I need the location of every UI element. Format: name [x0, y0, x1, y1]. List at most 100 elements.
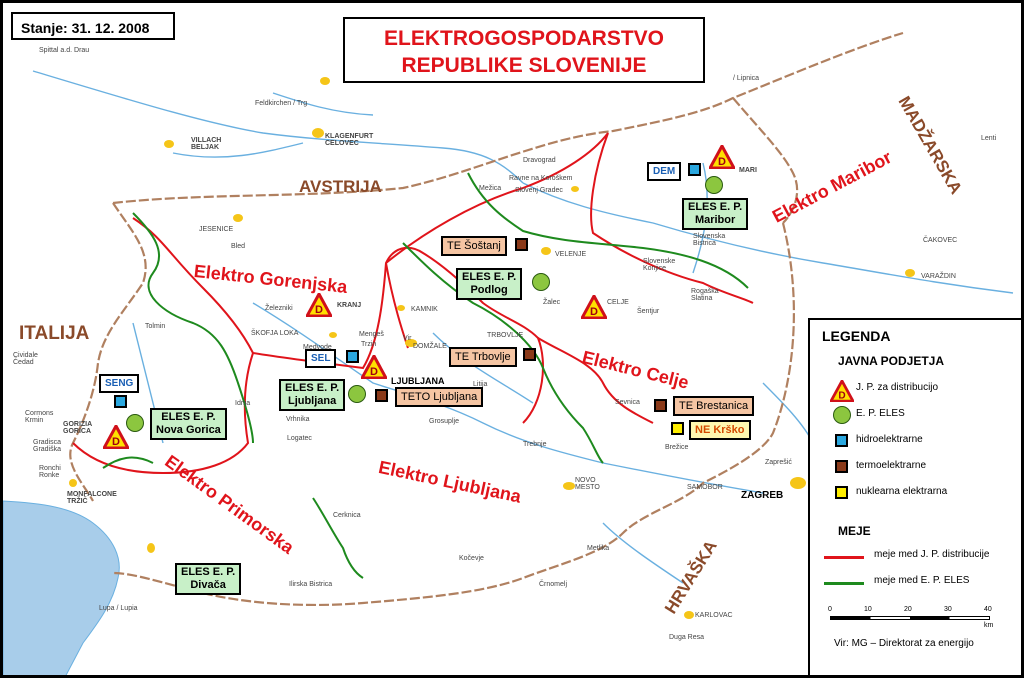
eles-unit-marker [705, 176, 723, 194]
city-label: Železniki [265, 305, 293, 312]
legend-border-label: meje med J. P. distribucije [874, 549, 990, 560]
thermal-plant-marker [515, 238, 528, 251]
city-label: Mengeš [359, 331, 384, 338]
town-blobs [69, 77, 915, 619]
legend-item-label: hidroelektrarne [856, 434, 923, 445]
distribution-company-marker: D [581, 295, 607, 319]
eles-unit-marker [348, 385, 366, 403]
city-label: KLAGENFURT CELOVEC [325, 133, 374, 147]
city-label-ljubljana: LJUBLJANA [391, 376, 445, 386]
city-label: Ronchi Ronke [39, 465, 61, 479]
city-label: Ilirska Bistrica [289, 581, 333, 588]
legend-border-eles: meje med E. P. ELES [810, 572, 1010, 594]
legend-item-label: E. P. ELES [856, 408, 905, 419]
scale-unit: km [984, 622, 994, 629]
legend-item-label: nuklearna elektrarna [856, 486, 948, 497]
source-note: Vir: MG – Direktorat za energijo [834, 638, 974, 649]
city-label: Feldkirchen / Trg [255, 100, 308, 107]
eles-unit-line: ELES E. P. [181, 566, 236, 578]
city-label: Trzin [361, 341, 377, 348]
nuclear-plant-label: NE Krško [689, 420, 751, 440]
scale-tick: 10 [864, 606, 872, 613]
legend-item-thermal: termoelektrarne [822, 456, 1021, 478]
eles-unit-line: ELES E. P. [462, 271, 517, 283]
city-label: Lenti [981, 135, 997, 142]
legend-item-label: J. P. za distribucijo [856, 382, 939, 393]
scale-tick: 30 [944, 606, 952, 613]
thermal-plant-marker [654, 399, 667, 412]
distribution-company-marker: D [306, 293, 332, 317]
eles-unit-line: Divača [190, 579, 226, 591]
city-label: DOMŽALE [413, 343, 447, 350]
eles-marker-icon [833, 406, 851, 424]
city-label: SAMOBOR [687, 484, 723, 491]
distribution-marker-icon: D [830, 380, 854, 402]
distribution-company-marker: D [361, 355, 387, 379]
city-label: Zaprešić [765, 459, 792, 466]
svg-text:D: D [718, 156, 726, 168]
eles-unit-label: ELES E. P.Ljubljana [279, 379, 346, 411]
hydro-plant-label: SENG [99, 374, 140, 393]
city-label: Žalec [543, 299, 561, 306]
country-italy: ITALIJA [19, 323, 90, 344]
city-label: Ravne na Koroškem [509, 175, 573, 182]
eles-unit-line: Nova Gorica [156, 424, 221, 436]
city-label: MONFALCONE TRŽIČ [67, 491, 117, 505]
legend-item-distribution: D J. P. za distribucijo [822, 378, 1021, 402]
city-label: Cividale Čedad [13, 352, 38, 366]
city-label: ČAKOVEC [923, 237, 958, 244]
eles-borders [102, 172, 749, 579]
scale-tick: 40 [984, 606, 992, 613]
city-label: Tolmin [145, 323, 166, 330]
city-label: JESENICE [199, 226, 234, 233]
city-label: GORIZIA GORICA [63, 421, 93, 435]
city-label: MARI [739, 167, 757, 174]
city-label: Litija [473, 381, 488, 388]
svg-text:D: D [112, 436, 120, 448]
hydro-plant-marker [114, 395, 127, 408]
city-label-zagreb: ZAGREB [741, 490, 784, 501]
legend-section-companies: JAVNA PODJETJA [838, 354, 945, 368]
city-label: KRANJ [337, 302, 362, 309]
city-label: Bled [231, 243, 246, 250]
city-label: Trebnje [523, 441, 547, 448]
country-austria: AVSTRIJA [299, 177, 382, 196]
city-label: Dravograd [523, 157, 556, 164]
scale-bar-graphic [830, 616, 990, 620]
thermal-plant-marker [523, 348, 536, 361]
city-label: Mežica [479, 185, 502, 192]
legend-item-hydro: hidroelektrarne [822, 430, 1021, 452]
city-label: Slovenska Bistrica [693, 233, 726, 247]
thermal-plant-marker [375, 389, 388, 402]
hydro-plant-marker [346, 350, 359, 363]
city-label: Logatec [287, 435, 312, 442]
legend-item-nuclear: nuklearna elektrarna [822, 482, 1021, 504]
eles-unit-marker [126, 414, 144, 432]
city-label: / Lipnica [733, 75, 760, 82]
svg-text:D: D [315, 304, 323, 316]
map-title: ELEKTROGOSPODARSTVO REPUBLIKE SLOVENIJE [343, 17, 705, 83]
svg-text:D: D [838, 390, 845, 401]
eles-unit-label: ELES E. P.Nova Gorica [150, 408, 227, 440]
eles-unit-line: ELES E. P. [161, 411, 216, 423]
thermal-plant-label: TE Trbovlje [449, 347, 517, 367]
eles-unit-line: Ljubljana [287, 395, 337, 407]
thermal-plant-label: TETO Ljubljana [395, 387, 484, 407]
distribution-company-marker: D [709, 145, 735, 169]
eles-unit-line: ELES E. P. [688, 201, 743, 213]
city-label: Kočevje [459, 555, 484, 562]
city-label: Sevnica [615, 399, 640, 406]
adriatic-sea [3, 500, 120, 675]
hydro-plant-marker [688, 163, 701, 176]
city-label: Vir [403, 335, 412, 342]
hydro-marker-icon [835, 434, 848, 447]
legend-item-eles: E. P. ELES [822, 404, 1021, 426]
svg-text:D: D [370, 366, 378, 378]
title-line-2: REPUBLIKE SLOVENIJE [401, 54, 647, 77]
title-line-1: ELEKTROGOSPODARSTVO [383, 27, 665, 50]
hydro-plant-label: DEM [647, 162, 682, 181]
city-label: Grosuplje [429, 418, 459, 425]
city-label: TRBOVLJE [487, 332, 524, 339]
city-label: ŠKOFJA LOKA [251, 330, 299, 337]
